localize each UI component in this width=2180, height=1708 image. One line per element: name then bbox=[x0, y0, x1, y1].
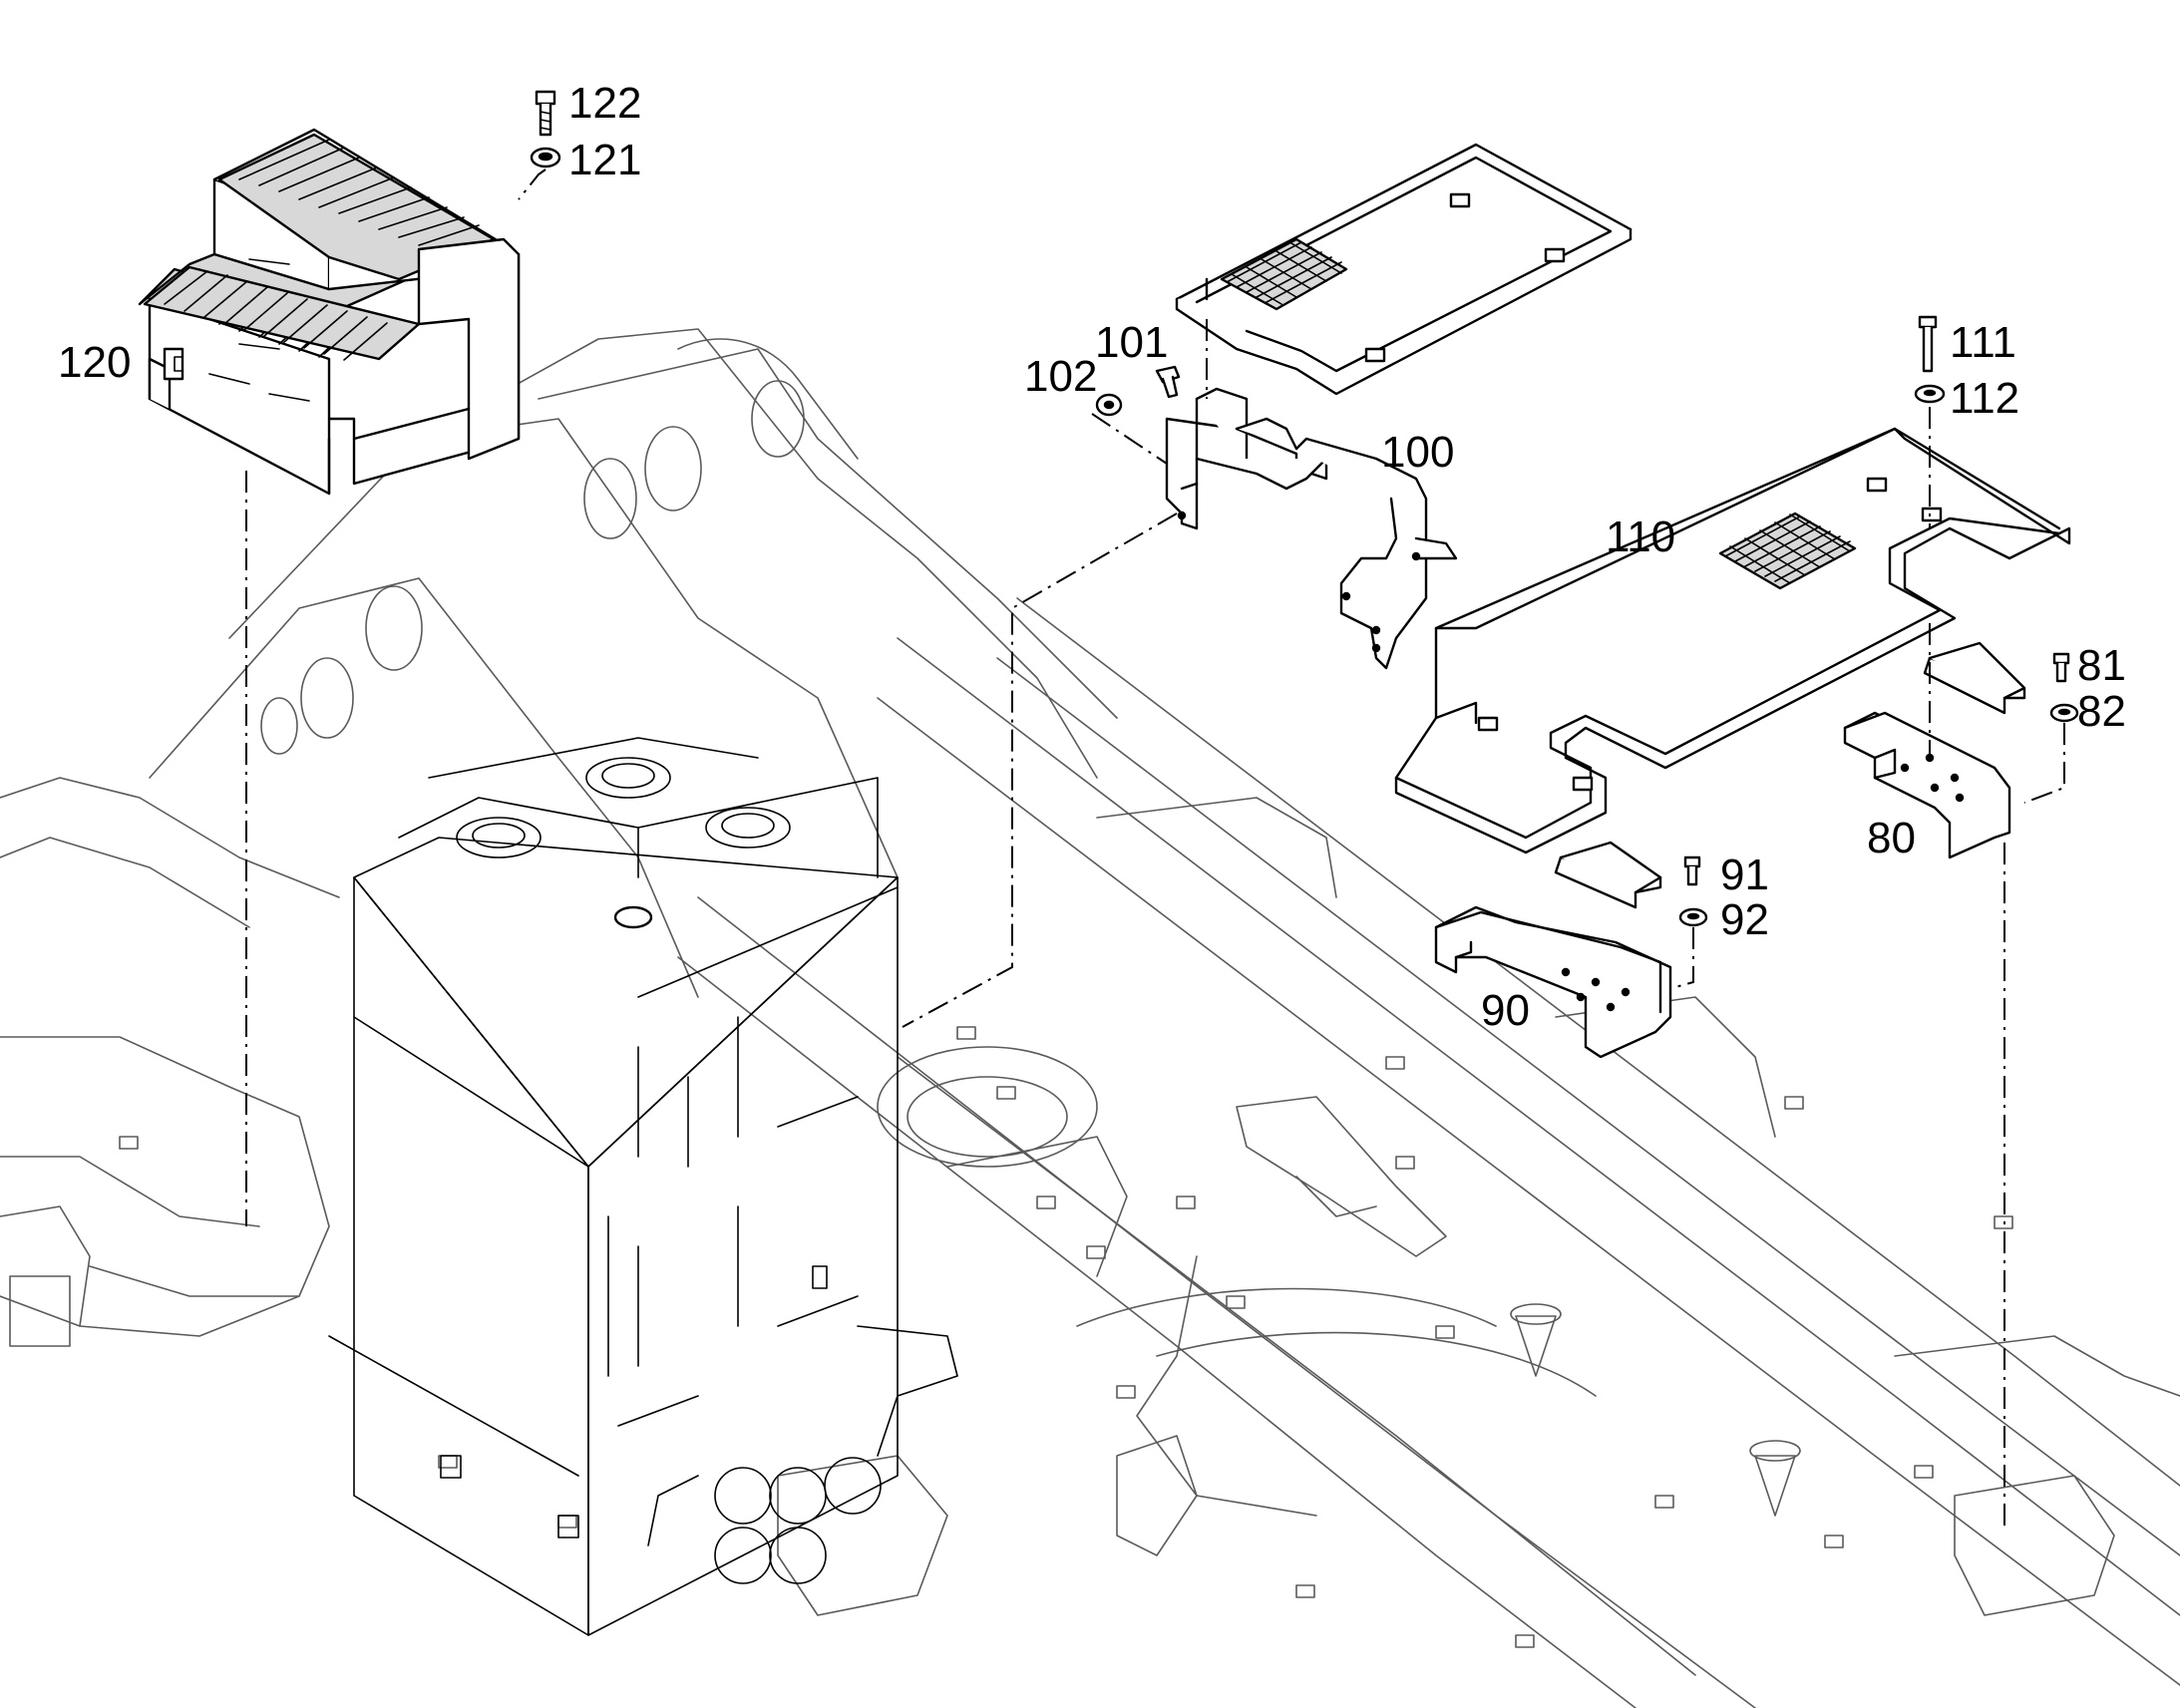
callout-81: 81 bbox=[2077, 641, 2126, 690]
upper-platform bbox=[1175, 143, 1633, 396]
part-90-support bbox=[1434, 841, 1672, 1059]
callout-101: 101 bbox=[1095, 318, 1168, 367]
hydraulic-tank bbox=[328, 737, 958, 1636]
callout-102: 102 bbox=[1024, 352, 1097, 401]
part-110-platform bbox=[1394, 427, 2071, 854]
assembly-lines bbox=[245, 169, 2065, 1526]
part-112-washer bbox=[1914, 384, 1946, 404]
part-120-step bbox=[138, 128, 521, 496]
callout-111: 111 bbox=[1950, 318, 2016, 367]
part-122-bolt bbox=[535, 90, 556, 137]
callout-112: 112 bbox=[1950, 374, 2019, 423]
part-100-bracket bbox=[1165, 387, 1458, 670]
callout-120: 120 bbox=[58, 338, 131, 387]
part-101-screw bbox=[1155, 365, 1181, 399]
part-81-bolt bbox=[2052, 652, 2070, 683]
callout-labels: 122 121 120 101 102 100 111 112 110 81 8… bbox=[58, 79, 2126, 1035]
callout-92: 92 bbox=[1720, 895, 1769, 944]
chassis-frame bbox=[0, 328, 2180, 1708]
part-102-washer bbox=[1095, 393, 1123, 417]
part-91-bolt bbox=[1683, 855, 1701, 886]
part-80-support bbox=[1843, 641, 2026, 859]
callout-91: 91 bbox=[1720, 851, 1769, 899]
callout-90: 90 bbox=[1481, 986, 1530, 1035]
part-82-washer bbox=[2049, 703, 2079, 723]
callout-110: 110 bbox=[1606, 512, 1675, 561]
callout-100: 100 bbox=[1381, 428, 1454, 477]
part-121-washer bbox=[530, 147, 561, 169]
part-111-bolt bbox=[1918, 315, 1938, 373]
callout-80: 80 bbox=[1867, 814, 1916, 862]
callout-121: 121 bbox=[568, 136, 641, 184]
callout-122: 122 bbox=[568, 79, 641, 128]
callout-82: 82 bbox=[2077, 687, 2126, 736]
part-92-washer bbox=[1678, 907, 1708, 927]
